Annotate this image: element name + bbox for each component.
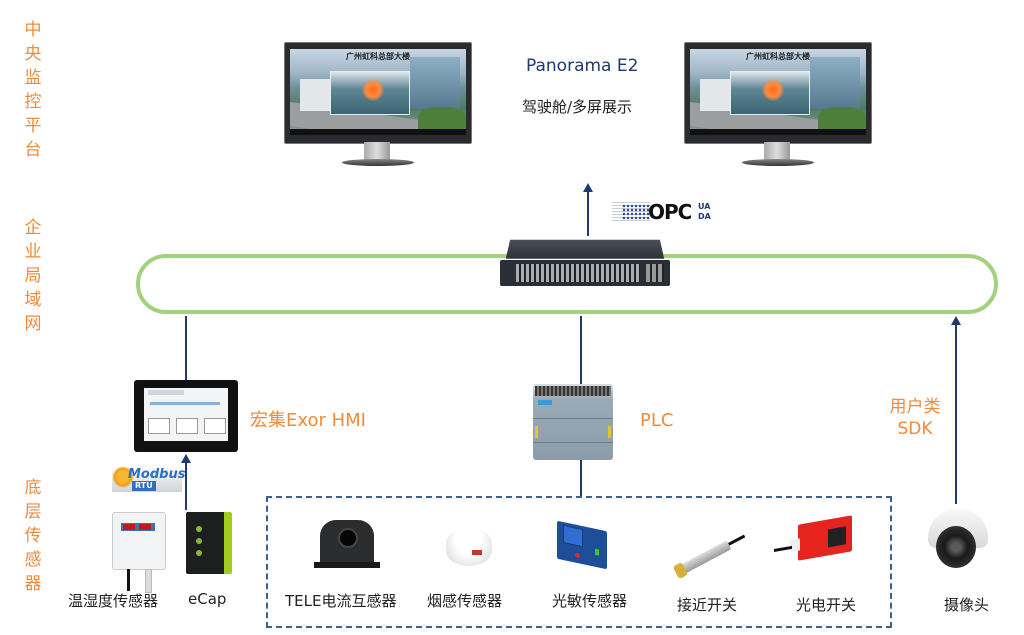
monitor-screen: 广州虹科总部大楼 <box>290 49 466 135</box>
camera-label: 摄像头 <box>944 596 990 614</box>
hmi-screen <box>144 388 228 441</box>
line-sensors-to-plc <box>580 460 582 496</box>
sdk-label: 用户类 SDK <box>889 397 941 439</box>
camera-icon <box>928 508 988 574</box>
arrow-camera-to-lan <box>955 324 957 504</box>
layer-label-enterprise-lan: 企业局域网 <box>24 218 42 334</box>
heat-spot-icon <box>762 79 784 101</box>
ecap-label: eCap <box>188 590 227 608</box>
temperature-humidity-sensor-icon <box>112 512 166 593</box>
product-name: Panorama E2 <box>526 56 639 76</box>
arrowhead-icon <box>583 183 593 192</box>
modbus-rtu-logo: Modbus RTU <box>112 466 185 492</box>
smoke-detector-icon <box>446 528 492 566</box>
monitor-bezel: 广州虹科总部大楼 <box>684 42 872 144</box>
sensor-label: 烟感传感器 <box>427 592 503 610</box>
sensor-label: TELE电流互感器 <box>285 592 397 610</box>
sensor-label: 光电开关 <box>796 596 857 614</box>
sensor-label: 接近开关 <box>677 596 738 614</box>
switch-ports <box>516 264 640 282</box>
layer-label-bottom-sensors: 底层传感器 <box>24 478 42 594</box>
monitor-left: 广州虹科总部大楼 <box>284 42 472 172</box>
plc-sensor-group <box>266 496 892 628</box>
screen-title: 广州虹科总部大楼 <box>746 52 810 61</box>
current-transformer-icon <box>314 520 380 568</box>
line-plc-to-lan <box>580 316 582 384</box>
hmi-label: 宏集Exor HMI <box>250 410 366 431</box>
monitor-bezel: 广州虹科总部大楼 <box>284 42 472 144</box>
arrow-switch-to-platform <box>587 190 589 236</box>
temp-humidity-label: 温湿度传感器 <box>68 592 159 610</box>
modbus-flower-icon <box>112 466 134 488</box>
arrowhead-icon <box>951 316 961 325</box>
plc-device <box>533 384 613 460</box>
monitor-right: 广州虹科总部大楼 <box>684 42 872 172</box>
arrow-modbus-to-hmi <box>185 462 187 510</box>
heat-spot-icon <box>362 79 384 101</box>
plc-label: PLC <box>640 410 674 431</box>
ecap-device-icon <box>186 512 232 574</box>
layer-label-central-platform: 中央监控平台 <box>24 20 42 160</box>
arrowhead-icon <box>181 454 191 463</box>
sensor-label: 光敏传感器 <box>552 592 628 610</box>
line-hmi-to-lan <box>185 316 187 380</box>
product-description: 驾驶舱/多屏展示 <box>522 98 633 116</box>
screen-title: 广州虹科总部大楼 <box>346 52 410 61</box>
monitor-screen: 广州虹科总部大楼 <box>690 49 866 135</box>
hmi-device <box>134 380 238 452</box>
network-switch <box>500 238 670 288</box>
